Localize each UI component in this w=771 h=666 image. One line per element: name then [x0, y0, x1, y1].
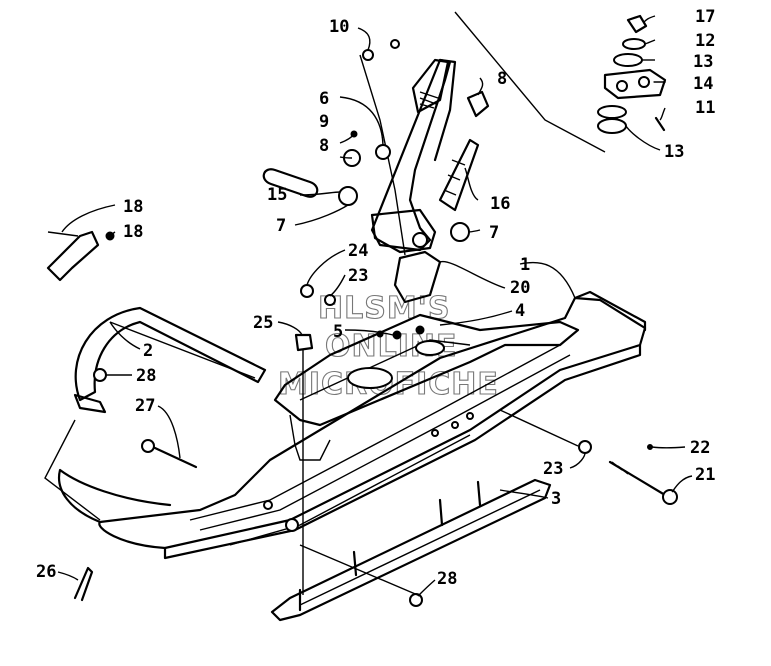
callout-14: 14 [693, 74, 713, 94]
callout-24: 24 [348, 241, 368, 261]
callout-20: 20 [510, 278, 530, 298]
callout-11: 11 [695, 98, 715, 118]
callout-6: 6 [319, 89, 329, 109]
callout-12: 12 [695, 31, 715, 51]
callout-23: 23 [348, 266, 368, 286]
callout-7: 7 [489, 223, 499, 243]
callout-13: 13 [664, 142, 684, 162]
spindle-part [359, 54, 480, 304]
ski-part [57, 290, 647, 622]
callout-3: 3 [551, 489, 561, 509]
ski-loop-part [73, 306, 267, 414]
callout-25: 25 [253, 313, 273, 333]
callout-8: 8 [319, 136, 329, 156]
callout-18: 18 [123, 222, 143, 242]
reference-lines [44, 11, 606, 597]
saddle-part [273, 313, 580, 461]
callout-26: 26 [36, 562, 56, 582]
callout-28: 28 [136, 366, 156, 386]
callout-28: 28 [437, 569, 457, 589]
callout-2: 2 [143, 341, 153, 361]
callout-17: 17 [695, 7, 715, 27]
callout-15: 15 [267, 185, 287, 205]
callout-10: 10 [329, 17, 349, 37]
callout-7: 7 [276, 216, 286, 236]
callout-23: 23 [543, 459, 563, 479]
callout-4: 4 [515, 301, 525, 321]
callout-13: 13 [693, 52, 713, 72]
callout-5: 5 [333, 322, 343, 342]
callout-18: 18 [123, 197, 143, 217]
callout-labels: 10 6 9 8 8 15 7 7 16 17 12 13 14 11 13 1… [36, 7, 715, 589]
callout-27: 27 [135, 396, 155, 416]
callout-9: 9 [319, 112, 329, 132]
hardware-group [46, 14, 678, 612]
watermark-line-1: HLSM'S [318, 291, 450, 326]
leader-lines [57, 15, 693, 597]
callout-16: 16 [490, 194, 510, 214]
callout-21: 21 [695, 465, 715, 485]
callout-1: 1 [520, 255, 530, 275]
callout-8: 8 [497, 69, 507, 89]
callout-22: 22 [690, 438, 710, 458]
